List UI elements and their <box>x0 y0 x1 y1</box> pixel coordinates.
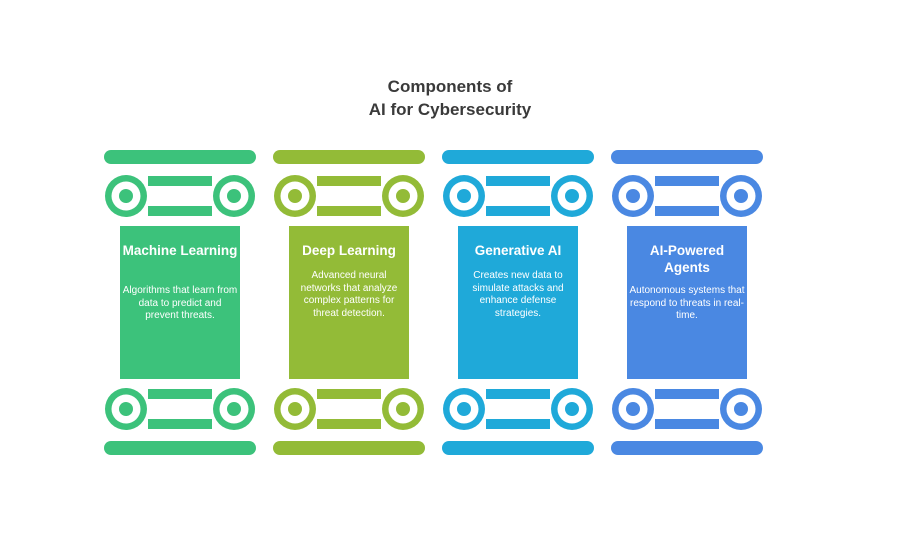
column-heading: Deep Learning <box>302 243 396 258</box>
bottom-left-ring-core <box>626 402 640 416</box>
bottom-right-ring-core <box>396 402 410 416</box>
bottom-connector-upper <box>148 389 212 399</box>
bottom-cap-bar <box>442 441 594 455</box>
top-left-ring-core <box>288 189 302 203</box>
top-connector-lower <box>317 206 381 216</box>
pillar-shaft <box>289 226 409 379</box>
bottom-cap-bar <box>273 441 425 455</box>
top-right-ring-core <box>565 189 579 203</box>
column-heading: Machine Learning <box>122 243 238 258</box>
top-right-ring-core <box>734 189 748 203</box>
bottom-left-ring-core <box>457 402 471 416</box>
top-connector-lower <box>148 206 212 216</box>
diagram-title: Components of AI for Cybersecurity <box>250 75 650 121</box>
bottom-connector-lower <box>148 419 212 429</box>
top-connector-upper <box>486 176 550 186</box>
top-cap-bar <box>273 150 425 164</box>
top-connector-lower <box>486 206 550 216</box>
pillar-graphic <box>442 150 594 455</box>
top-right-ring-core <box>396 189 410 203</box>
bottom-connector-upper <box>655 389 719 399</box>
pillar-graphic <box>611 150 763 455</box>
column-machine-learning: Machine Learning Algorithms that learn f… <box>104 150 256 455</box>
bottom-right-ring-core <box>565 402 579 416</box>
bottom-left-ring-core <box>119 402 133 416</box>
top-connector-upper <box>317 176 381 186</box>
pillar-graphic <box>104 150 256 455</box>
column-ai-powered-agents: AI-Powered Agents Autonomous systems tha… <box>611 150 763 455</box>
column-description: Algorithms that learn from data to predi… <box>122 285 238 321</box>
column-description: Advanced neural networks that analyze co… <box>300 270 398 319</box>
bottom-right-ring-core <box>227 402 241 416</box>
bottom-left-ring-core <box>288 402 302 416</box>
top-connector-lower <box>655 206 719 216</box>
column-generative-ai: Generative AI Creates new data to simula… <box>442 150 594 455</box>
top-connector-upper <box>655 176 719 186</box>
bottom-connector-lower <box>317 419 381 429</box>
pillar-shaft <box>627 226 747 379</box>
column-heading: AI-Powered Agents <box>649 243 725 275</box>
pillar-graphic <box>273 150 425 455</box>
column-description: Creates new data to simulate attacks and… <box>472 270 564 319</box>
top-cap-bar <box>104 150 256 164</box>
pillar-shaft <box>120 226 240 379</box>
diagram-title-line1: Components of <box>387 77 513 96</box>
top-left-ring-core <box>626 189 640 203</box>
column-description: Autonomous systems that respond to threa… <box>629 285 745 321</box>
top-cap-bar <box>611 150 763 164</box>
bottom-connector-upper <box>486 389 550 399</box>
pillar-shaft <box>458 226 578 379</box>
bottom-connector-lower <box>655 419 719 429</box>
top-left-ring-core <box>457 189 471 203</box>
top-cap-bar <box>442 150 594 164</box>
diagram-title-line2: AI for Cybersecurity <box>368 100 532 119</box>
column-heading: Generative AI <box>474 243 562 258</box>
top-connector-upper <box>148 176 212 186</box>
column-deep-learning: Deep Learning Advanced neural networks t… <box>273 150 425 455</box>
top-right-ring-core <box>227 189 241 203</box>
bottom-connector-lower <box>486 419 550 429</box>
bottom-connector-upper <box>317 389 381 399</box>
top-left-ring-core <box>119 189 133 203</box>
bottom-cap-bar <box>611 441 763 455</box>
bottom-cap-bar <box>104 441 256 455</box>
bottom-right-ring-core <box>734 402 748 416</box>
